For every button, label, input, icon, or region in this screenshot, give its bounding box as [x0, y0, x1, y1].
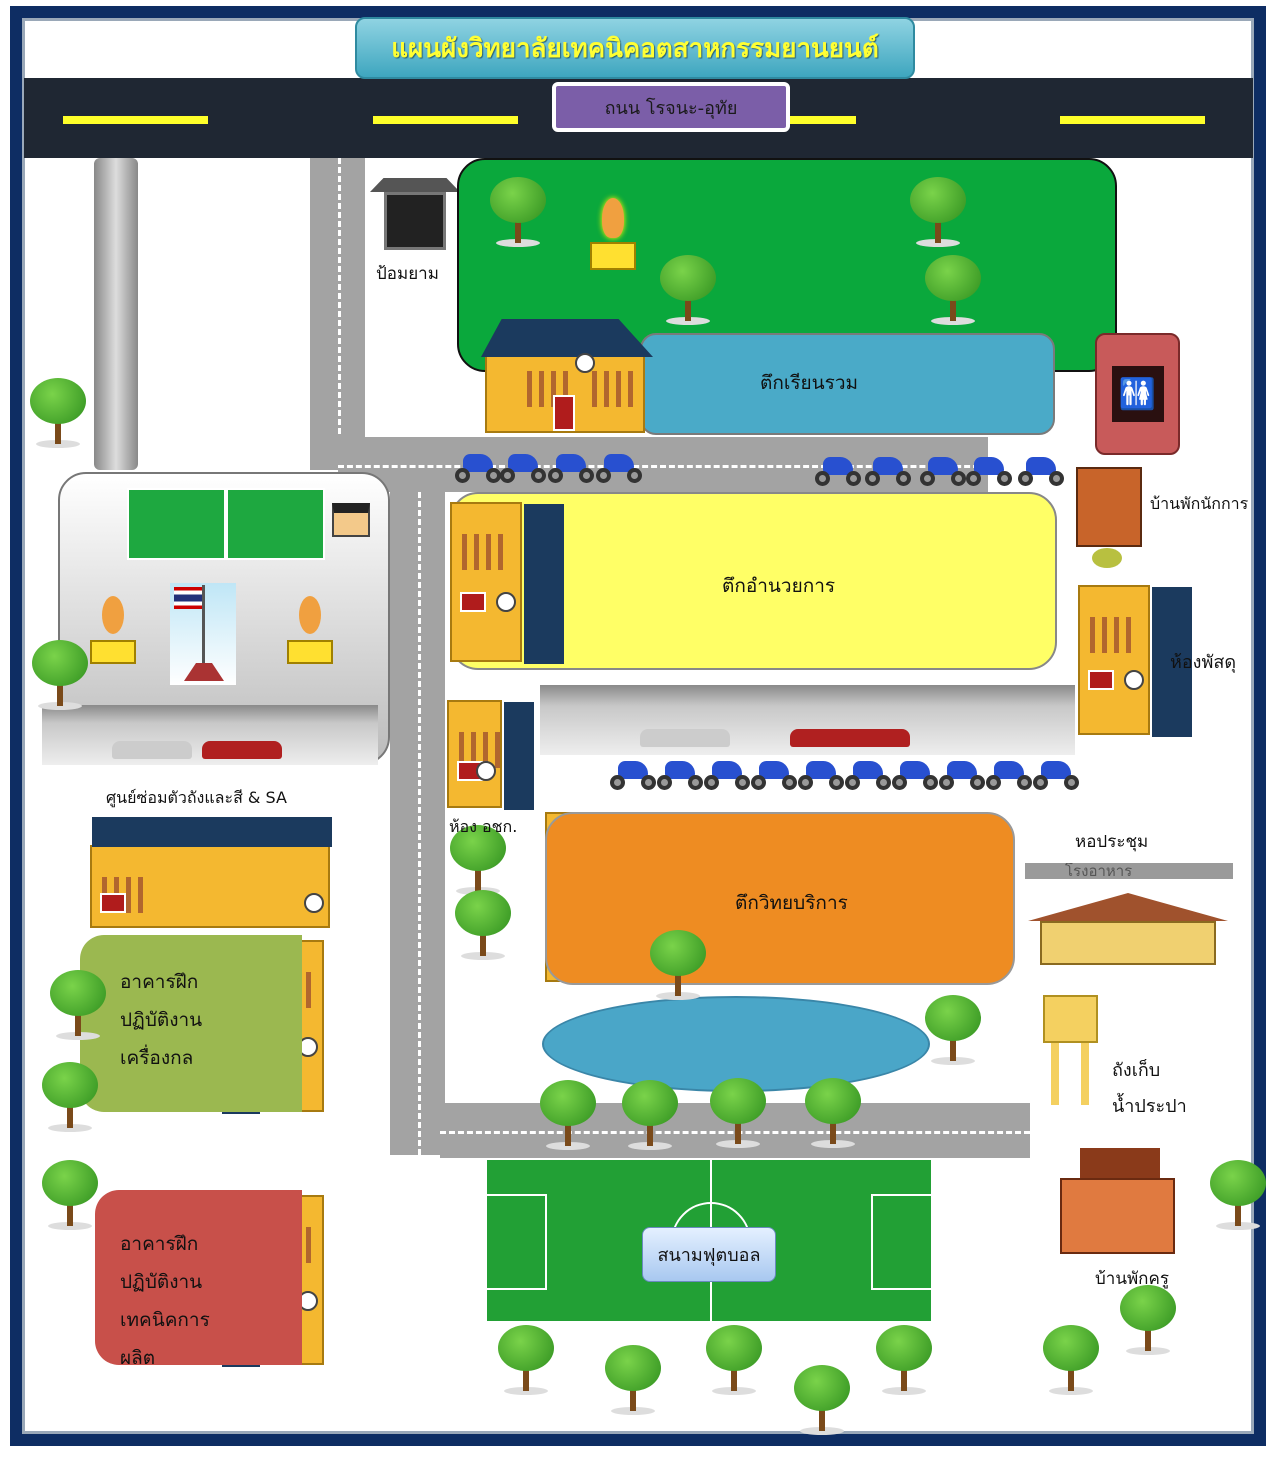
tree-icon — [650, 930, 706, 1000]
tree-icon — [605, 1345, 661, 1415]
guard-booth-icon — [370, 178, 460, 250]
teacher-house-label: บ้านพักครู — [1095, 1269, 1169, 1289]
tree-icon — [42, 1062, 98, 1132]
motorcycle-icon — [596, 450, 642, 484]
motorcycle-icon — [455, 450, 501, 484]
pillar — [94, 158, 138, 470]
canteen-banner: โรงอาหาร — [1025, 863, 1233, 879]
bush-icon — [1092, 548, 1122, 568]
water-tank-label: ถังเก็บน้ำประปา — [1112, 1060, 1187, 1117]
tree-icon — [660, 255, 716, 325]
motorcycle-icon — [966, 453, 1012, 487]
teacher-house-icon — [1060, 1148, 1175, 1254]
carport-center — [540, 685, 1075, 755]
monument-icon — [287, 596, 333, 666]
carport-left — [42, 705, 378, 765]
tree-icon — [540, 1080, 596, 1150]
motorcycle-icon — [892, 757, 938, 791]
tree-icon — [1043, 1325, 1099, 1395]
staff-house-icon — [1076, 467, 1142, 547]
monument-icon — [90, 596, 136, 666]
motorcycle-icon — [1033, 757, 1079, 791]
motorcycle-icon — [500, 450, 546, 484]
motorcycle-icon — [815, 453, 861, 487]
tree-icon — [794, 1365, 850, 1435]
motorcycle-icon — [939, 757, 985, 791]
motorcycle-icon — [920, 453, 966, 487]
tree-icon — [622, 1080, 678, 1150]
admin-building-label: ตึกอำนวยการ — [722, 575, 836, 597]
body-repair-label: ศูนย์ซ่อมตัวถังและสี & SA — [106, 788, 287, 807]
water-tank-icon — [1043, 995, 1098, 1107]
service-building[interactable] — [545, 812, 1015, 985]
motorcycle-icon — [1018, 453, 1064, 487]
mechanical-workshop[interactable] — [80, 935, 302, 1112]
tree-icon — [50, 970, 106, 1040]
mini-field — [127, 488, 325, 560]
tree-icon — [805, 1078, 861, 1148]
small-hut-icon — [332, 503, 370, 537]
road-entrance — [310, 158, 365, 470]
tree-icon — [1120, 1285, 1176, 1355]
tree-icon — [910, 177, 966, 247]
motorcycle-icon — [751, 757, 797, 791]
motorcycle-icon — [704, 757, 750, 791]
osk-room-label: ห้อง อชก. — [449, 817, 518, 836]
production-workshop[interactable] — [95, 1190, 302, 1365]
building-icon — [1078, 585, 1192, 737]
motorcycle-icon — [845, 757, 891, 791]
road-name-sign: ถนน โรจนะ-อุทัย — [552, 82, 790, 132]
football-field-label: สนามฟุตบอล — [642, 1227, 776, 1282]
tree-icon — [490, 177, 546, 247]
canteen-icon — [1028, 893, 1228, 965]
monument-icon — [590, 198, 636, 272]
tree-icon — [32, 640, 88, 710]
building-icon — [90, 817, 332, 928]
tree-icon — [925, 255, 981, 325]
tree-icon — [42, 1160, 98, 1230]
tree-icon — [498, 1325, 554, 1395]
tree-icon — [710, 1078, 766, 1148]
motorcycle-icon — [548, 450, 594, 484]
map-title: แผนผังวิทยาลัยเทคนิคอตสาหกรรมยานยนต์ — [355, 17, 915, 79]
tree-icon — [30, 378, 86, 448]
auditorium-label: หอประชุม — [1075, 832, 1149, 852]
restroom-icon[interactable]: 🚻 — [1095, 333, 1180, 455]
mechanical-workshop-label: อาคารฝึกปฏิบัติงานเครื่องกล — [120, 971, 203, 1069]
school-house-icon — [481, 319, 653, 433]
motorcycle-icon — [865, 453, 911, 487]
service-building-label: ตึกวิทยบริการ — [735, 892, 848, 914]
motorcycle-icon — [610, 757, 656, 791]
tree-icon — [925, 995, 981, 1065]
road-central — [390, 492, 445, 1155]
tree-icon — [706, 1325, 762, 1395]
supply-room-label: ห้องพัสดุ — [1170, 652, 1237, 673]
motorcycle-icon — [657, 757, 703, 791]
building-icon — [447, 700, 534, 810]
production-workshop-label: อาคารฝึกปฏิบัติงานเทคนิคการผลิต — [120, 1233, 210, 1369]
flagpole-icon — [170, 583, 236, 685]
map-frame — [10, 6, 1266, 1446]
tree-icon — [876, 1325, 932, 1395]
guard-booth-label: ป้อมยาม — [376, 264, 439, 284]
lecture-building-label: ตึกเรียนรวม — [760, 372, 859, 394]
motorcycle-icon — [798, 757, 844, 791]
staff-house-label: บ้านพักนักการ — [1150, 494, 1249, 513]
building-icon — [450, 502, 564, 664]
tree-icon — [455, 890, 511, 960]
motorcycle-icon — [986, 757, 1032, 791]
tree-icon — [1210, 1160, 1266, 1230]
